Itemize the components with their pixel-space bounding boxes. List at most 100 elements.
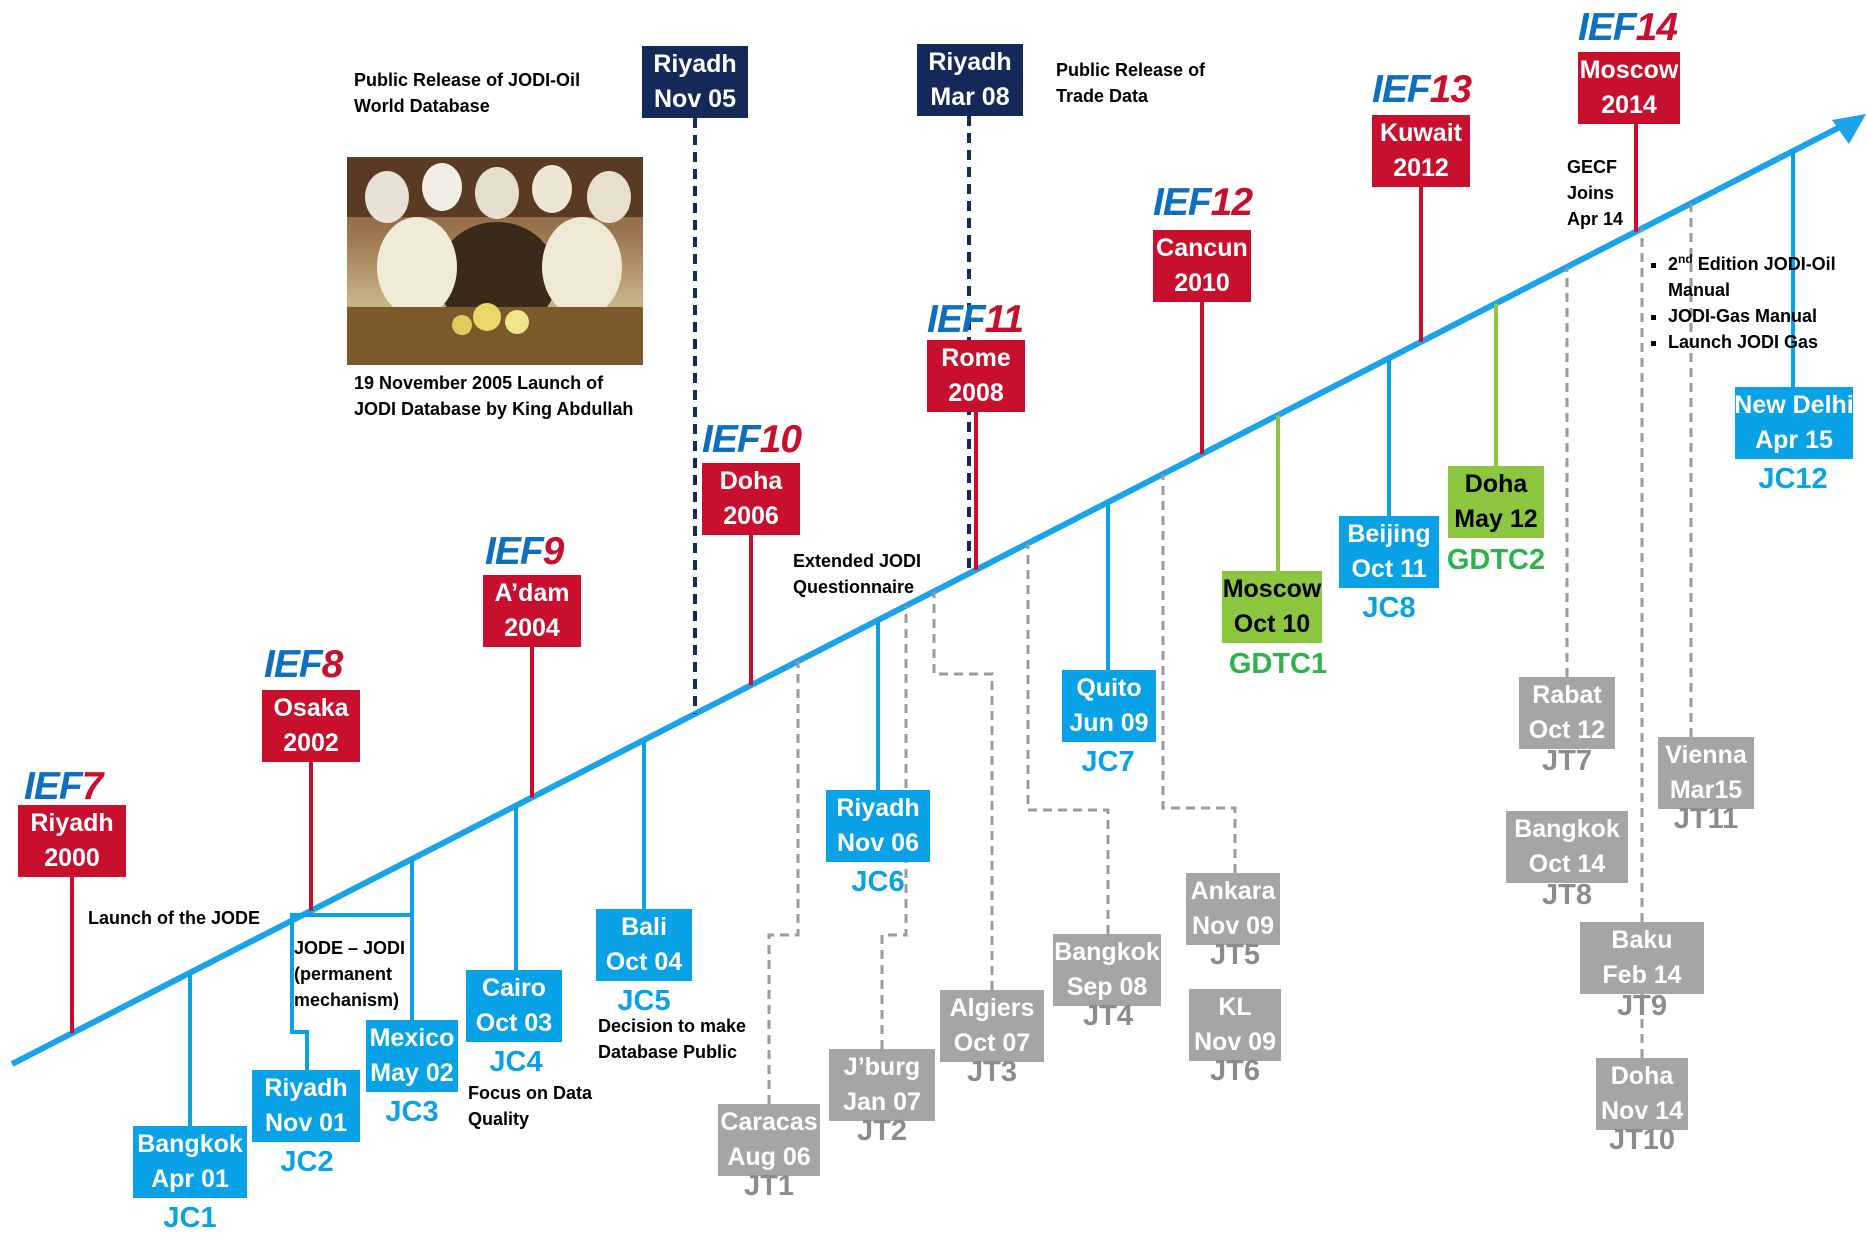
jc1-box-date: Apr 01 [151,1165,229,1193]
jt1-code: JT1 [744,1170,794,1202]
jc12-code: JC12 [1758,463,1828,495]
jt9-box-place: Baku [1611,926,1673,954]
ief10-logo: IEF10 [702,418,802,461]
ief-logo-prefix: IEF [702,418,761,461]
riyadh-nov05-box-place: Riyadh [653,50,737,78]
jt4-box-place: Bangkok [1054,938,1160,966]
jt8-box-place: Bangkok [1514,815,1620,843]
ief12-logo: IEF12 [1153,181,1253,224]
edition-text-line2: Manual [1668,280,1731,300]
jt11-box-place: Vienna [1665,741,1747,769]
gdtc2-box-date: May 12 [1454,505,1538,533]
edition-text: Edition JODI-Oil [1692,254,1836,274]
jc6-box-place: Riyadh [836,794,920,822]
timeline-arrowhead [1832,114,1866,144]
decision-public-note-line: Decision to make [598,1016,747,1036]
ief-logo-prefix: IEF [1153,181,1212,224]
jc1-code: JC1 [163,1202,217,1234]
ief13-logo: IEF13 [1372,68,1472,111]
riyadh-mar08-box-place: Riyadh [928,48,1012,76]
jc3-box-date: May 02 [370,1059,454,1087]
jt2-box-date: Jan 07 [843,1088,921,1116]
gdtc2-box-place: Doha [1464,470,1528,498]
jc5-box-date: Oct 04 [605,948,683,976]
extended-questionnaire-note-line: Extended JODI [793,551,922,571]
ief8-logo: IEF8 [264,643,343,686]
riyadh-mar08-box-date: Mar 08 [930,83,1010,111]
ief-logo-number: 13 [1429,68,1472,111]
decision-public-note-line: Database Public [598,1042,738,1062]
jt5-box-place: Ankara [1190,877,1276,905]
jt5-connector [1161,474,1237,873]
ief12-box-place: Cancun [1156,234,1248,262]
ief13-box-date: 2012 [1393,154,1449,182]
edition-suffix: nd [1678,252,1693,266]
edition-number: 2 [1668,254,1679,274]
public-release-oil-note-line: World Database [354,96,490,116]
ief-logo-prefix: IEF [927,298,986,341]
jt11-code: JT11 [1673,803,1739,835]
jc7-box-date: Jun 09 [1069,709,1149,737]
jc8-box-date: Oct 11 [1351,555,1427,583]
gecf-joins-note-line: GECF [1567,157,1618,177]
jode-jodi-note-line: (permanent [294,964,393,984]
photo-caption-line: 19 November 2005 Launch of [354,373,604,393]
jc3-code: JC3 [385,1096,439,1128]
ief7-box-date: 2000 [44,844,100,872]
ief-logo-number: 10 [759,418,802,461]
gdtc1-box-place: Moscow [1222,575,1322,603]
jc5-code: JC5 [617,985,671,1017]
gdtc2-code: GDTC2 [1446,544,1546,576]
jc6-box-date: Nov 06 [837,829,919,857]
jc2-box-date: Nov 01 [265,1109,347,1137]
jt9-code: JT9 [1617,990,1667,1022]
king-abdullah-launch-photo [347,157,643,365]
jc8-code: JC8 [1362,592,1416,624]
ief14-box-date: 2014 [1601,91,1657,119]
jt10-box-place: Doha [1610,1062,1674,1090]
public-release-oil-note-line: Public Release of JODI-Oil [354,70,581,90]
ief14-logo: IEF14 [1578,8,1678,48]
ief11-box-date: 2008 [948,379,1004,407]
jt7-box-date: Oct 12 [1528,716,1606,744]
jc4-box-place: Cairo [482,974,546,1002]
gdtc1-code: GDTC1 [1228,648,1328,680]
ief13-box-place: Kuwait [1380,119,1462,147]
jt5-code: JT5 [1210,939,1260,971]
gecf-joins-note-line: Apr 14 [1567,209,1624,229]
jt7-code: JT7 [1542,745,1592,777]
riyadh-nov05-box-date: Nov 05 [654,85,736,113]
ief-logo-prefix: IEF [264,643,323,686]
ief14-box-place: Moscow [1579,56,1679,84]
gecf-joins-note-line: Joins [1567,183,1615,203]
jt2-box-place: J’burg [843,1053,921,1081]
jt3-connector [932,591,994,990]
jc12-box-place: New Delhi [1735,391,1853,419]
ief11-logo: IEF11 [927,298,1024,341]
jc1-box-place: Bangkok [137,1130,243,1158]
jt2-connector [880,605,908,1049]
ief13-box: Kuwait 2012 [1372,115,1470,187]
jt6-code: JT6 [1210,1055,1260,1087]
